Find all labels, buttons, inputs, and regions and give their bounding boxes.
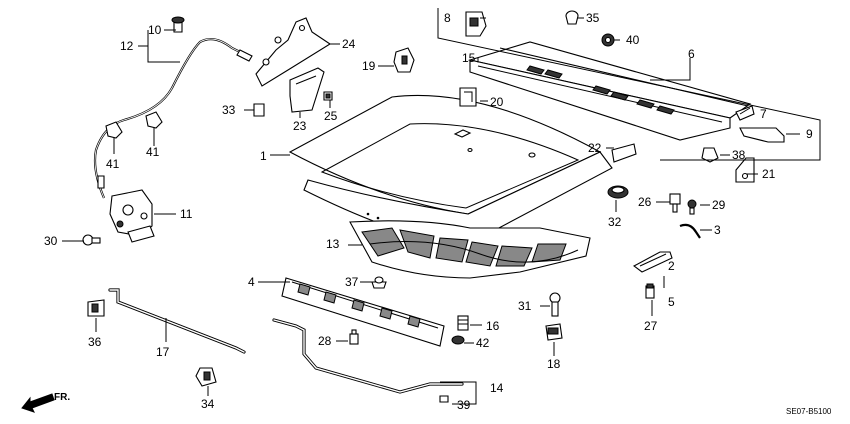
callout-41a: 41 xyxy=(106,157,120,171)
clip-18 xyxy=(545,323,563,341)
callout-13: 13 xyxy=(326,237,340,251)
callout-32: 32 xyxy=(608,215,622,229)
clip-33 xyxy=(253,103,265,117)
callout-38: 38 xyxy=(732,148,746,162)
grommet-25 xyxy=(323,91,333,101)
callout-34: 34 xyxy=(201,397,215,411)
bolt-29 xyxy=(687,199,697,215)
callout-33: 33 xyxy=(222,103,236,117)
callout-8: 8 xyxy=(444,11,451,25)
cowl-top xyxy=(467,41,755,141)
callout-3: 3 xyxy=(714,223,721,237)
callout-11: 11 xyxy=(180,207,193,221)
callout-6: 6 xyxy=(688,47,695,61)
clip-39 xyxy=(439,395,449,403)
callout-7: 7 xyxy=(760,107,767,121)
callout-22: 22 xyxy=(588,141,602,155)
callout-21: 21 xyxy=(762,167,776,181)
front-direction-arrow: FR. xyxy=(21,392,70,413)
callout-14: 14 xyxy=(490,381,504,395)
callout-16: 16 xyxy=(486,319,500,333)
callout-25: 25 xyxy=(324,109,338,123)
grommet-40 xyxy=(601,33,615,47)
bolt-28 xyxy=(349,329,359,345)
hood-stiffener xyxy=(281,277,445,347)
hook-3 xyxy=(679,223,701,239)
callout-10: 10 xyxy=(148,23,162,37)
clip-19 xyxy=(393,47,415,73)
bolt-26 xyxy=(669,193,681,213)
front-direction-label: FR. xyxy=(54,392,70,403)
clip-34 xyxy=(195,367,217,387)
callout-20: 20 xyxy=(490,95,504,109)
clip-36 xyxy=(87,299,105,317)
callout-1: 1 xyxy=(260,149,267,163)
hood-support-rod xyxy=(108,288,246,354)
callout-40: 40 xyxy=(626,33,640,47)
callout-31: 31 xyxy=(518,299,532,313)
hinge-bar-2-5 xyxy=(632,251,673,273)
diagram-code: SE07-B5100 xyxy=(786,407,832,416)
hood-rod-14 xyxy=(272,318,464,394)
callout-18: 18 xyxy=(547,357,561,371)
clip-35 xyxy=(565,10,579,25)
hood-latch xyxy=(109,189,155,243)
callout-39: 39 xyxy=(457,398,471,412)
hood-hinge xyxy=(255,17,332,113)
clip-42 xyxy=(451,335,465,345)
callout-37: 37 xyxy=(345,275,359,289)
bolt-30 xyxy=(82,234,101,246)
callout-24: 24 xyxy=(342,37,356,51)
clip-41b xyxy=(145,111,163,129)
bracket-20 xyxy=(459,87,477,107)
callout-41b: 41 xyxy=(146,145,160,159)
clip-41a xyxy=(105,121,123,139)
leader-lines xyxy=(62,8,821,405)
bolt-27 xyxy=(645,283,655,299)
clip-22 xyxy=(611,143,637,163)
callout-9: 9 xyxy=(806,127,813,141)
cushion-32 xyxy=(607,185,629,199)
bolt-16 xyxy=(457,315,469,331)
bolt-31 xyxy=(549,292,561,317)
callout-29: 29 xyxy=(712,198,726,212)
callout-15: 15 xyxy=(462,51,476,65)
callout-36: 36 xyxy=(88,335,102,349)
callout-23: 23 xyxy=(293,119,307,133)
hood-release-cable xyxy=(93,16,253,199)
callout-labels: 1 2 3 4 5 6 7 8 9 10 11 12 13 14 15 16 1… xyxy=(44,11,813,412)
clip-37 xyxy=(371,276,387,289)
callout-12: 12 xyxy=(120,39,134,53)
callout-4: 4 xyxy=(248,275,255,289)
callout-28: 28 xyxy=(318,334,332,348)
callout-2: 2 xyxy=(668,259,675,273)
callout-5: 5 xyxy=(668,295,675,309)
callout-26: 26 xyxy=(638,195,652,209)
bracket-9 xyxy=(739,127,785,143)
hood-insulator xyxy=(349,220,591,279)
callout-27: 27 xyxy=(644,319,658,333)
hood-panel xyxy=(288,94,613,247)
callout-42: 42 xyxy=(476,336,490,350)
callout-17: 17 xyxy=(156,345,170,359)
callout-35: 35 xyxy=(586,11,600,25)
callout-30: 30 xyxy=(44,234,58,248)
clip-8 xyxy=(465,11,487,37)
callout-19: 19 xyxy=(362,59,376,73)
